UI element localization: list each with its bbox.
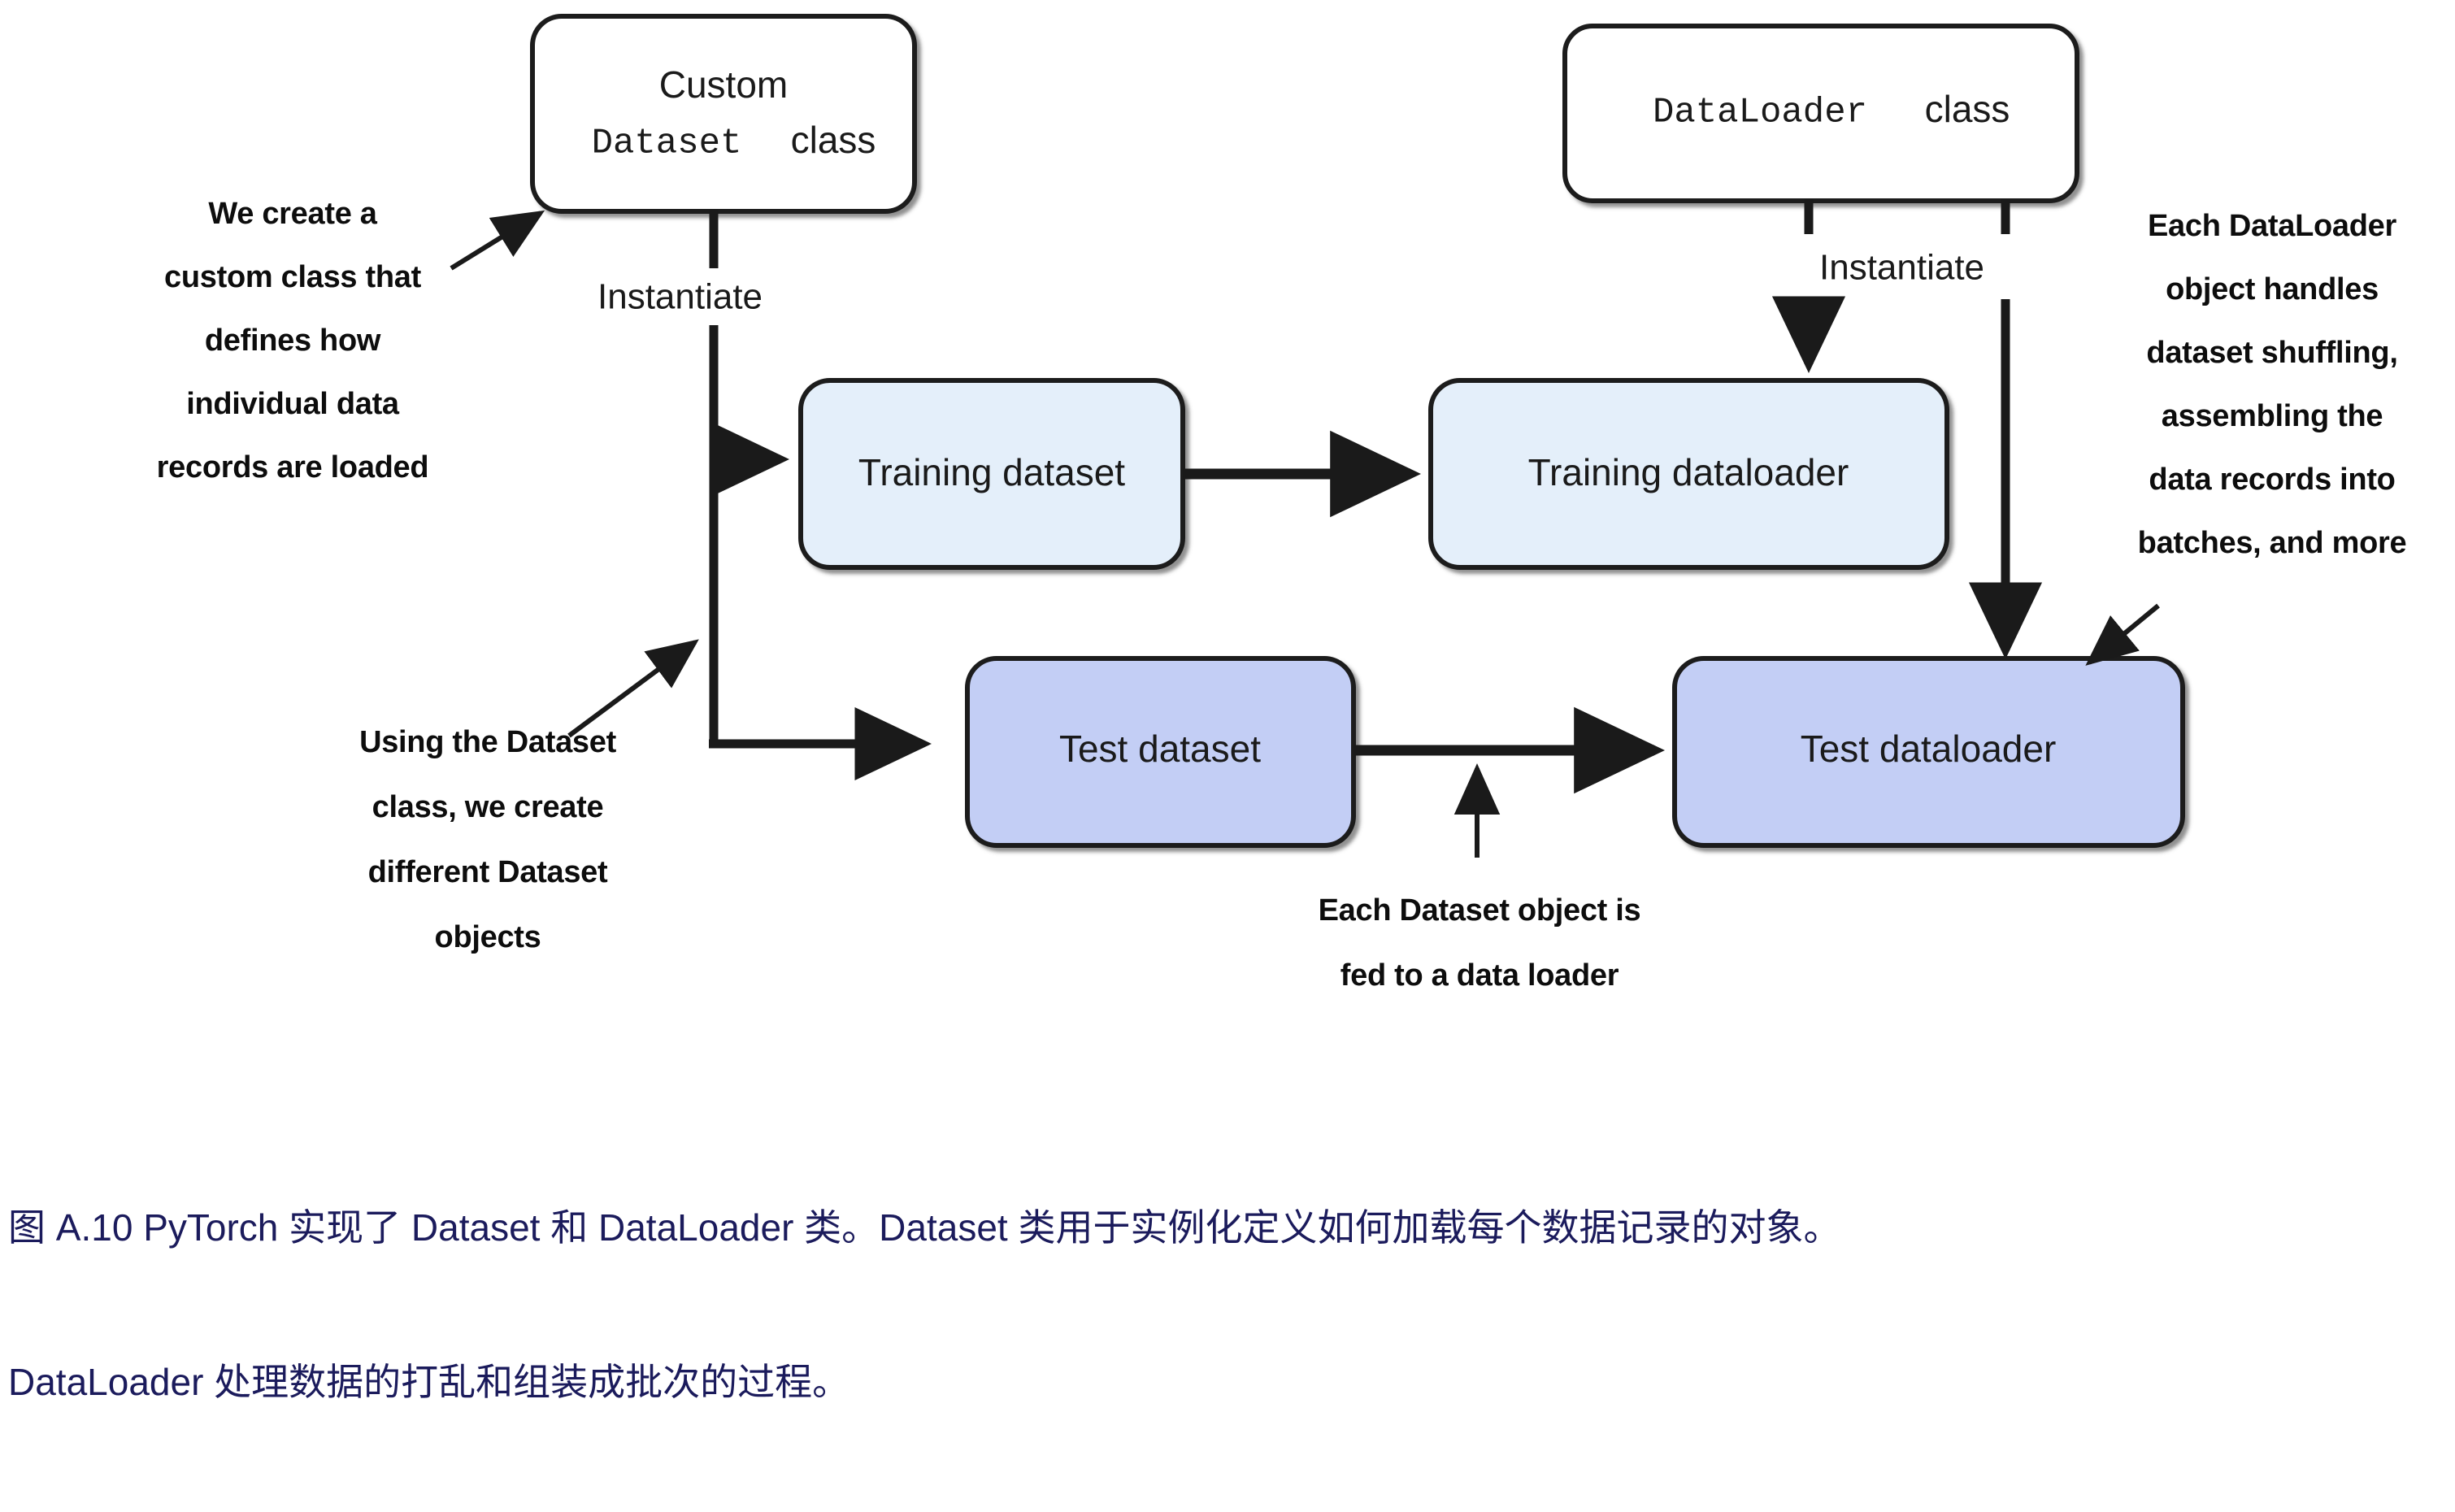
figure-caption-line-1: 图 A.10 PyTorch 实现了 Dataset 和 DataLoader … [8, 1206, 1841, 1249]
training-dataset-label: Training dataset [858, 451, 1125, 493]
annotation-right-line-5: data records into [2149, 463, 2395, 497]
test-dataset-label: Test dataset [1059, 728, 1261, 770]
annotation-left-bottom: Using the Dataset class, we create diffe… [359, 725, 617, 954]
annotation-right: Each DataLoader object handles dataset s… [2138, 209, 2407, 560]
annotation-left-bottom-line-3: different Dataset [368, 855, 608, 889]
training-dataloader-label: Training dataloader [1528, 451, 1849, 493]
custom-dataset-line3: class [791, 119, 876, 161]
annotation-bottom-line-2: fed to a data loader [1340, 958, 1619, 993]
figure-caption-line-2: DataLoader 处理数据的打乱和组装成批次的过程。 [8, 1361, 850, 1404]
node-dataloader-class[interactable]: DataLoader class [1562, 24, 2079, 203]
instantiate-right-label: Instantiate [1819, 248, 1984, 288]
callout-arrow-left-top [450, 210, 545, 271]
annotation-left-top-line-5: records are loaded [157, 450, 429, 484]
test-dataloader-label: Test dataloader [1801, 728, 2057, 770]
annotation-left-top-line-3: defines how [205, 324, 381, 358]
callout-arrow-left-bottom [567, 639, 699, 738]
annotation-left-bottom-line-2: class, we create [372, 790, 604, 824]
node-test-dataset[interactable]: Test dataset [965, 656, 1356, 848]
annotation-left-top: We create a custom class that defines ho… [157, 197, 429, 484]
annotation-right-line-4: assembling the [2162, 399, 2383, 433]
annotation-right-line-3: dataset shuffling, [2146, 336, 2397, 370]
node-custom-dataset-class[interactable]: Custom Dataset class [530, 14, 917, 214]
custom-dataset-line2: Dataset [592, 124, 742, 164]
annotation-right-line-2: object handles [2166, 272, 2379, 306]
annotation-bottom-line-1: Each Dataset object is [1319, 893, 1641, 928]
node-training-dataset[interactable]: Training dataset [798, 378, 1185, 570]
instantiate-left-label: Instantiate [597, 277, 763, 317]
annotation-right-line-6: batches, and more [2138, 526, 2407, 560]
annotation-left-top-line-1: We create a [208, 197, 377, 231]
edge-instantiate-right: Instantiate [1771, 199, 2043, 660]
callout-arrow-right [2085, 603, 2160, 666]
annotation-left-top-line-4: individual data [186, 387, 400, 421]
annotation-left-top-line-2: custom class that [164, 260, 422, 294]
annotation-bottom-center: Each Dataset object is fed to a data loa… [1319, 893, 1641, 993]
dataset-dataloader-diagram: Custom Dataset class DataLoader class In… [157, 14, 2407, 993]
edge-instantiate-left: Instantiate [597, 210, 932, 781]
figure-caption: 图 A.10 PyTorch 实现了 Dataset 和 DataLoader … [8, 1099, 2439, 1512]
figure-canvas: Custom Dataset class DataLoader class In… [8, 14, 2407, 1403]
custom-dataset-line1: Custom [659, 63, 788, 106]
annotation-right-line-1: Each DataLoader [2148, 209, 2396, 243]
node-test-dataloader[interactable]: Test dataloader [1672, 656, 2185, 848]
node-training-dataloader[interactable]: Training dataloader [1428, 378, 1949, 570]
dataloader-line2: class [1925, 88, 2010, 130]
dataloader-line1: DataLoader [1653, 93, 1867, 133]
annotation-left-bottom-line-1: Using the Dataset [359, 725, 617, 759]
annotation-left-bottom-line-4: objects [435, 920, 541, 954]
